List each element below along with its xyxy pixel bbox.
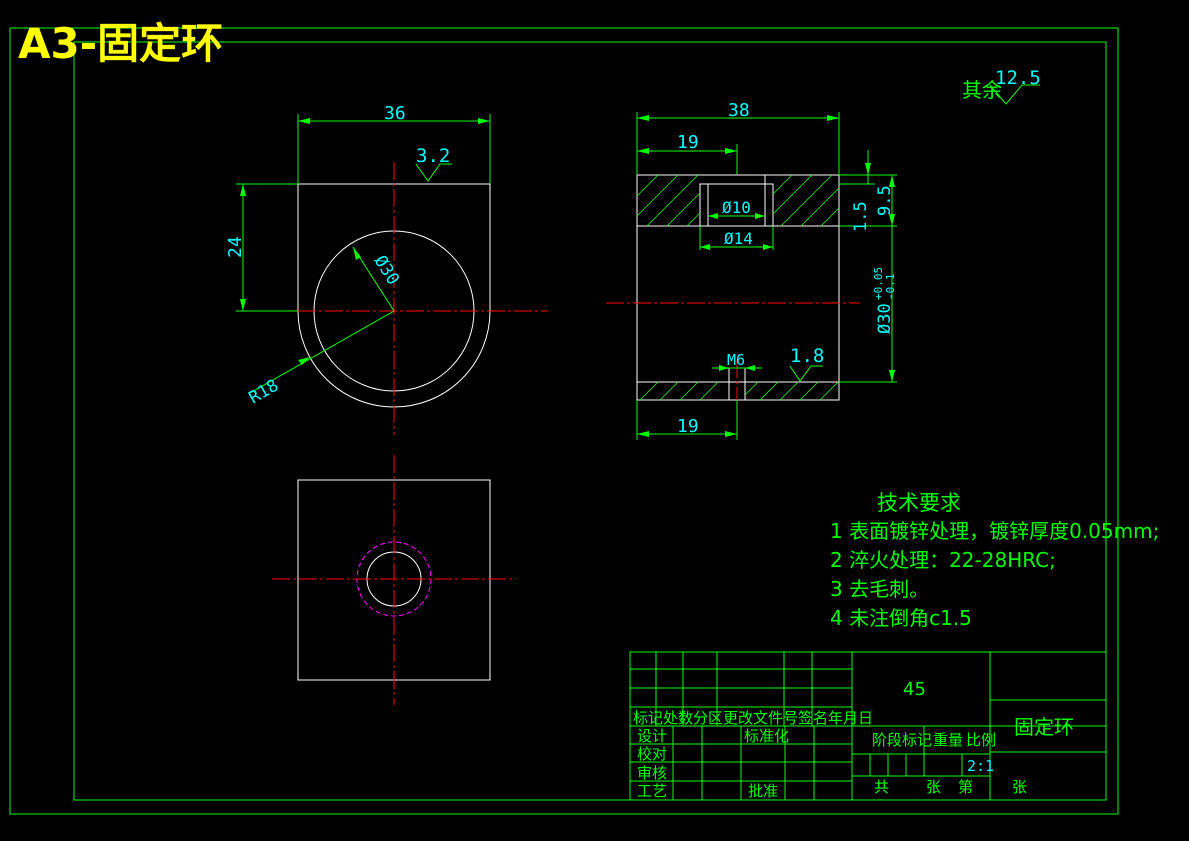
side-bore-small-dim: Ø10 bbox=[722, 198, 751, 217]
section-hatch-bottom bbox=[639, 381, 839, 401]
title-block-stage: 阶段标记 bbox=[872, 731, 932, 749]
tech-req-item: 2 淬火处理：22-28HRC; bbox=[830, 548, 1056, 572]
roughness-prefix: 其余 bbox=[962, 78, 1002, 102]
front-view-outline bbox=[297, 183, 491, 408]
title-block-sheets: 张 bbox=[926, 778, 941, 796]
general-roughness: 其余 12.5 bbox=[962, 67, 1041, 105]
drawing-title: A3-固定环 bbox=[18, 19, 223, 68]
side-dim-95: 9.5 bbox=[875, 185, 895, 216]
front-height-dim: 24 bbox=[225, 236, 246, 258]
side-outer-diameter-dim: Ø30 bbox=[875, 303, 895, 334]
tech-req-item: 1 表面镀锌处理，镀锌厚度0.05mm; bbox=[830, 519, 1159, 543]
title-block-weight: 重量 bbox=[933, 731, 963, 749]
title-block-standardize: 标准化 bbox=[744, 727, 789, 745]
title-block-material: 45 bbox=[903, 679, 926, 700]
title-block-part-name: 固定环 bbox=[1014, 715, 1074, 739]
title-block-header-row: 标记处数分区更改文件号签名年月日 bbox=[633, 709, 873, 727]
side-view: 38 19 19 Ø10 Ø14 1.5 9.5 bbox=[606, 100, 897, 440]
side-dim-15: 1.5 bbox=[851, 201, 871, 232]
tech-req-item: 4 未注倒角c1.5 bbox=[830, 606, 972, 630]
side-thread-dim: M6 bbox=[727, 351, 745, 369]
title-block-scale: 2:1 bbox=[967, 757, 994, 775]
front-diameter-dim: Ø30 bbox=[370, 252, 403, 289]
side-tol-upper: +0.05 bbox=[872, 267, 885, 300]
side-bore-large-dim: Ø14 bbox=[724, 229, 753, 248]
outer-frame bbox=[9, 27, 1119, 815]
title-block-process: 工艺 bbox=[637, 782, 667, 800]
title-block-design: 设计 bbox=[637, 727, 667, 745]
front-roughness: 3.2 bbox=[416, 145, 450, 167]
front-view: 36 24 3.2 Ø30 R18 bbox=[225, 103, 548, 435]
title-block-total: 共 bbox=[874, 778, 889, 796]
tech-req-heading: 技术要求 bbox=[877, 491, 961, 515]
tech-req-item: 3 去毛刺。 bbox=[830, 577, 929, 601]
title-block: 45 固定环 标记处数分区更改文件号签名年月日 设计 标准化 校对 审核 工艺 … bbox=[629, 651, 1107, 801]
front-width-dim: 36 bbox=[384, 103, 406, 124]
title-block-sheets2: 张 bbox=[1012, 778, 1027, 796]
title-block-review: 审核 bbox=[637, 764, 667, 782]
side-half-bottom-dim: 19 bbox=[677, 416, 699, 437]
title-block-check: 校对 bbox=[637, 745, 667, 763]
side-view-outline bbox=[636, 174, 840, 401]
title-block-approve: 批准 bbox=[748, 782, 778, 800]
title-block-sheet-no: 第 bbox=[958, 778, 973, 796]
side-width-dim: 38 bbox=[728, 100, 750, 121]
side-half-top-dim: 19 bbox=[677, 132, 699, 153]
top-view bbox=[272, 455, 516, 705]
inner-frame bbox=[73, 41, 1107, 801]
front-radius-dim: R18 bbox=[246, 376, 283, 409]
title-block-scale-label: 比例 bbox=[966, 731, 996, 749]
section-hatch-top bbox=[636, 174, 840, 227]
roughness-general-value: 12.5 bbox=[995, 67, 1041, 89]
side-roughness: 1.8 bbox=[790, 345, 824, 367]
technical-requirements: 技术要求 1 表面镀锌处理，镀锌厚度0.05mm; 2 淬火处理：22-28HR… bbox=[830, 491, 1159, 630]
side-tol-lower: -0.1 bbox=[884, 274, 897, 301]
